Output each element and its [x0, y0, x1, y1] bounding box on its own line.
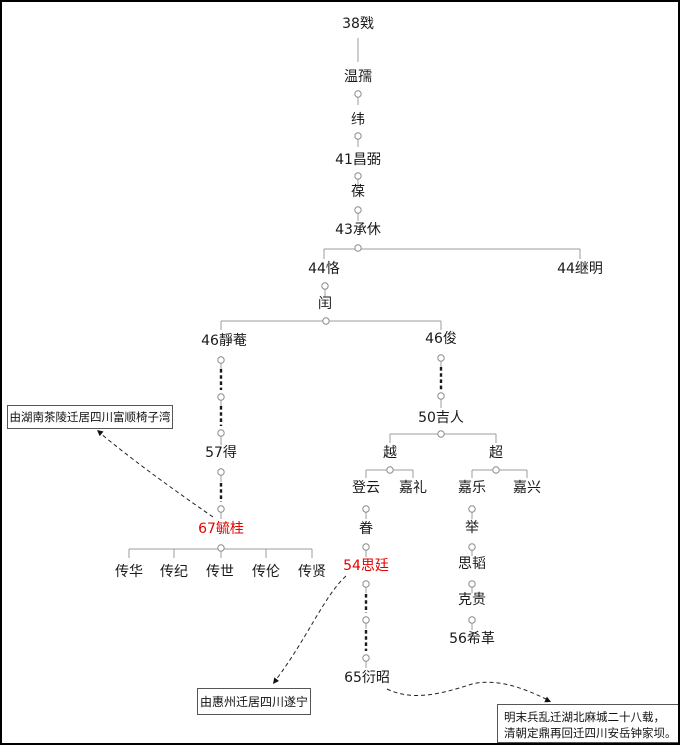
tree-node-yue: 越	[383, 445, 397, 461]
tree-node-dengyun: 登云	[352, 480, 380, 496]
tree-node-wei: 纬	[351, 112, 365, 128]
note-line-1: 明末兵乱迁湖北麻城二十八载，	[504, 710, 665, 724]
tree-node-bao: 葆	[351, 184, 365, 200]
tree-node-yanzhao: 65衍昭	[344, 670, 390, 686]
annotation-arrows	[97, 430, 551, 703]
tree-node-jiaxing: 嘉兴	[513, 480, 541, 496]
tree-node-chuanji: 传纪	[160, 564, 188, 580]
tree-node-sitao: 思韬	[458, 556, 486, 572]
tree-node-chuanhua: 传华	[115, 564, 143, 580]
tree-node-gen38: 38戣	[342, 16, 374, 32]
note-line-2: 清朝定鼎再回迁四川安岳钟家坝。	[504, 726, 677, 740]
tree-node-xige: 56希革	[449, 631, 495, 647]
dotted-generation-gaps	[219, 367, 443, 651]
note-box-chaling-migration: 由湖南茶陵迁居四川富顺椅子湾	[7, 405, 173, 429]
tree-node-wenru: 温孺	[344, 69, 372, 85]
tree-node-de: 57得	[205, 445, 237, 461]
tree-node-jiming: 44继明	[557, 261, 603, 277]
tree-node-kegui: 克贵	[458, 592, 486, 608]
tree-node-run: 闰	[318, 296, 332, 312]
tree-node-ke: 44恪	[308, 261, 340, 277]
connector-tails	[220, 97, 473, 668]
note-box-macheng-migration: 明末兵乱迁湖北麻城二十八载， 清朝定鼎再回迁四川安岳钟家坝。	[497, 704, 678, 743]
tree-node-jiale: 嘉乐	[458, 480, 486, 496]
tree-node-jun: 46俊	[425, 331, 457, 347]
tree-node-chao: 超	[489, 445, 503, 461]
tree-node-jiren: 50吉人	[418, 410, 464, 426]
tree-node-chuanlun: 传伦	[252, 564, 280, 580]
tree-node-chuanxian: 传贤	[298, 564, 326, 580]
tree-node-juan: 眷	[359, 521, 373, 537]
note-box-huizhou-migration: 由惠州迁居四川遂宁	[197, 688, 311, 715]
tree-node-jiali: 嘉礼	[399, 480, 427, 496]
tree-node-siting: 54思廷	[343, 558, 389, 574]
tree-node-jingan: 46靜菴	[201, 333, 247, 349]
connector-circles	[217, 90, 500, 662]
tree-node-ju: 举	[465, 520, 479, 536]
tree-node-chuanshi: 传世	[206, 564, 234, 580]
tree-node-chengxiu: 43承休	[335, 222, 381, 238]
tree-node-yugui: 67毓桂	[198, 521, 244, 537]
tree-node-changbi: 41昌弼	[335, 152, 381, 168]
